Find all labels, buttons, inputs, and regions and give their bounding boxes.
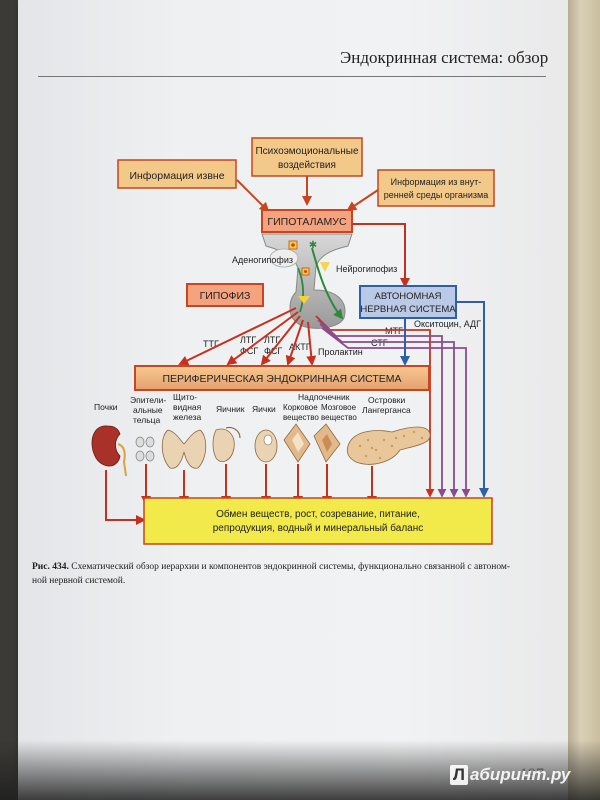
- organ-epithelial-label-1: Эпители-: [130, 395, 166, 405]
- adrenal-medulla-illustration: [313, 423, 341, 463]
- organ-islets-label-1: Островки: [368, 395, 405, 405]
- pituitary-hormone-arrows: [178, 307, 317, 366]
- organ-ovary-label: Яичник: [216, 404, 245, 414]
- arrow-info-outside: [236, 179, 270, 213]
- hormone-prolactin: Пролактин: [318, 347, 363, 357]
- psycho-label-1: Психоэмоциональные: [255, 146, 358, 157]
- svg-text:✱: ✱: [309, 240, 317, 251]
- hormone-ltg-2: ЛТГ: [264, 335, 280, 345]
- hormone-stg: СТГ: [371, 338, 388, 348]
- peripheral-label: ПЕРИФЕРИЧЕСКАЯ ЭНДОКРИННАЯ СИСТЕМА: [162, 373, 401, 385]
- page-number: 197: [520, 766, 544, 783]
- peripheral-endocrine-box: ПЕРИФЕРИЧЕСКАЯ ЭНДОКРИННАЯ СИСТЕМА: [134, 365, 430, 391]
- autonomic-label-1: АВТОНОМНАЯ: [374, 291, 441, 302]
- figure-caption: Рис. 434. Схематический обзор иерархии и…: [32, 560, 544, 588]
- page-bottom-shadow: [0, 740, 600, 800]
- organ-testis-label: Яички: [252, 404, 276, 414]
- organ-thyroid-label-1: Щито-: [173, 392, 197, 402]
- autonomic-nervous-system-box: АВТОНОМНАЯ НЕРВНАЯ СИСТЕМА: [359, 285, 457, 319]
- adenohypophysis-label: Аденогипофиз: [232, 255, 293, 265]
- result-label-2: репродукция, водный и минеральный баланс: [213, 522, 424, 534]
- organ-epithelial-label-2: альные: [133, 405, 163, 415]
- organ-adrenal-label: Надпочечник: [298, 392, 350, 402]
- caption-text-2: ной нервной системой.: [32, 576, 126, 586]
- organ-islets-label-2: Лангерганса: [362, 405, 411, 415]
- organ-kidneys-label: Почки: [94, 402, 118, 412]
- hormone-mtg: МТГ: [385, 326, 403, 336]
- result-label-1: Обмен веществ, рост, созревание, питание…: [216, 508, 420, 520]
- ovary-illustration: [212, 426, 241, 462]
- neurohypophysis-label: Нейрогипофиз: [336, 264, 397, 274]
- organ-thyroid-label-3: железа: [173, 412, 202, 422]
- info-inside-label-2: ренней среды организма: [384, 190, 488, 200]
- hypophysis-box: ГИПОФИЗ: [186, 283, 264, 307]
- watermark-mark: Л: [450, 765, 468, 785]
- book-cover-edge: [568, 0, 600, 800]
- autonomic-arrows: [400, 301, 489, 498]
- organ-cortex-label-2: вещество: [283, 413, 319, 422]
- testis-illustration: [254, 429, 278, 463]
- caption-text-1: Схематический обзор иерархии и компонент…: [71, 562, 511, 572]
- pancreas-illustration: [346, 426, 431, 465]
- kidney-illustration: [91, 425, 127, 477]
- book-page: [18, 0, 568, 800]
- info-outside-box: Информация извне: [117, 159, 237, 189]
- organ-cortex-label-1: Корковое: [283, 403, 318, 412]
- hormone-oxytocin-adg: Окситоцин, АДГ: [414, 319, 481, 329]
- epithelial-bodies-illustration: [135, 436, 155, 462]
- organ-medulla-label-1: Мозговое: [321, 403, 357, 412]
- organ-thyroid-label-2: видная: [173, 402, 202, 412]
- info-outside-label: Информация извне: [129, 170, 224, 182]
- thyroid-illustration: [161, 429, 207, 469]
- autonomic-label-2: НЕРВНАЯ СИСТЕМА: [360, 304, 456, 315]
- hypothalamus-box: ГИПОТАЛАМУС: [261, 209, 353, 233]
- adrenal-cortex-illustration: [283, 423, 311, 463]
- organ-medulla-label-2: вещество: [321, 413, 357, 422]
- psycho-box: Психоэмоциональные воздействия: [251, 137, 363, 177]
- arrow-hypothalamus-autonomic: [352, 223, 410, 288]
- page-header-title: Эндокринная система: обзор: [340, 48, 549, 67]
- hormone-actg: АКТГ: [289, 342, 311, 352]
- organ-epithelial-label-3: тельца: [133, 415, 160, 425]
- hormone-fsg-1: ФСГ: [240, 346, 258, 356]
- psycho-label-2: воздействия: [278, 160, 336, 171]
- caption-label: Рис. 434.: [32, 562, 69, 572]
- hypothalamus-label: ГИПОТАЛАМУС: [267, 216, 347, 228]
- hormone-ttg: ТТГ: [203, 339, 219, 349]
- info-inside-label-1: Информация из внут-: [391, 177, 482, 187]
- header-rule: [38, 76, 546, 77]
- pituitary-direct-arrows: [315, 315, 471, 498]
- result-box: Обмен веществ, рост, созревание, питание…: [143, 497, 493, 545]
- hypophysis-label: ГИПОФИЗ: [200, 290, 251, 302]
- pituitary-illustration: ✱: [261, 233, 353, 329]
- arrow-info-inside: [346, 189, 379, 212]
- hormone-ltg-1: ЛТГ: [240, 335, 256, 345]
- info-inside-box: Информация из внут- ренней среды организ…: [377, 169, 495, 207]
- watermark-text: абиринт.ру: [469, 765, 571, 784]
